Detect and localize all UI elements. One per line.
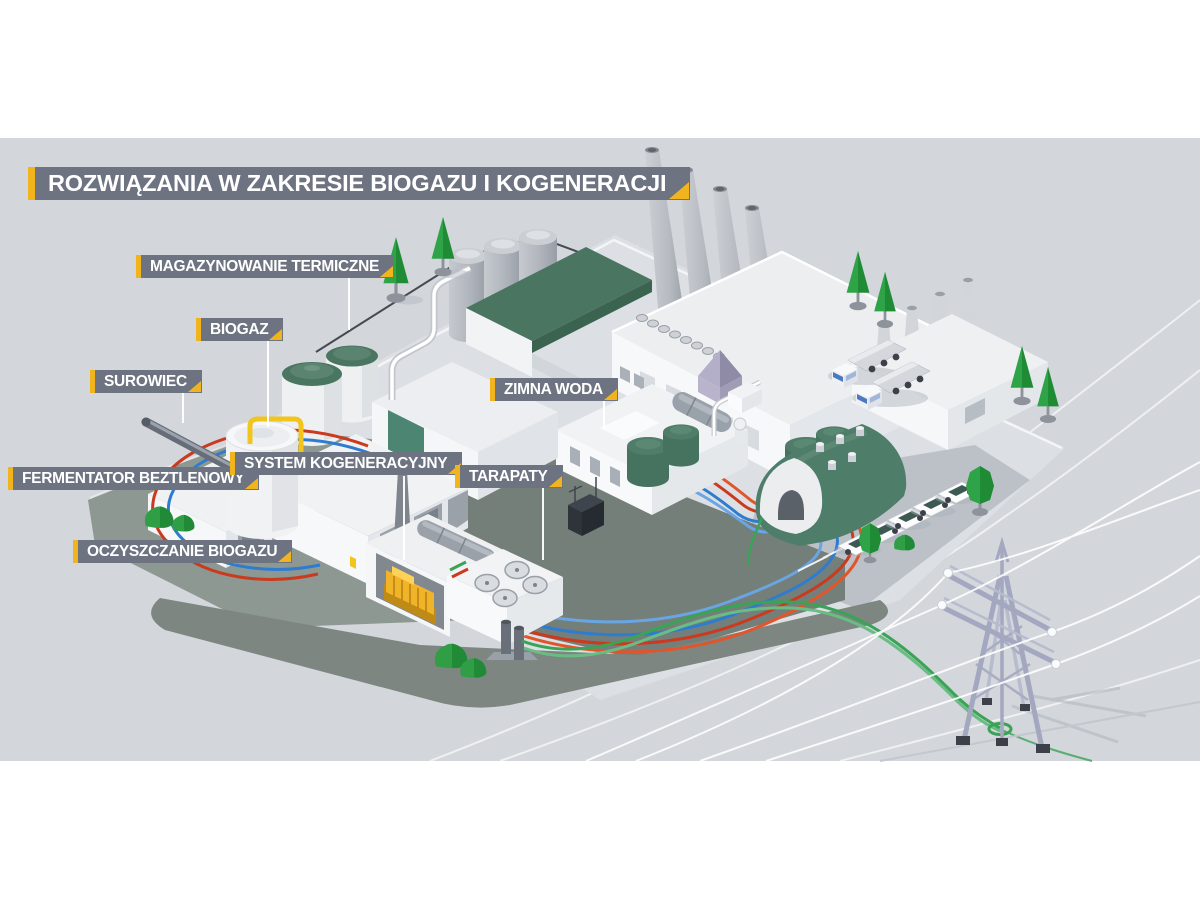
green-roof-hall	[466, 247, 652, 377]
label-fermentator-beztlenowy: FERMENTATOR BEZTLENOWY	[8, 467, 260, 490]
exhaust-cylinders	[486, 619, 538, 660]
biogas-pipe-yellow	[247, 416, 304, 452]
label-magazynowanie-termiczne: MAGAZYNOWANIE TERMICZNE	[136, 255, 395, 278]
feedstock-pipe	[141, 417, 241, 475]
metering-station	[711, 379, 762, 436]
label-system-kogeneracyjny: SYSTEM KOGENERACYJNY	[230, 452, 463, 475]
label-surowiec: SUROWIEC	[90, 370, 202, 393]
pointer-magazynowanie	[348, 278, 350, 330]
quonset-storage	[755, 424, 907, 546]
label-biogaz: BIOGAZ	[196, 318, 284, 341]
page-title: ROZWIĄZANIA W ZAKRESIE BIOGAZU I KOGENER…	[28, 167, 691, 200]
switchgear	[568, 477, 604, 536]
label-zimna-woda: ZIMNA WODA	[490, 378, 618, 401]
silo-feed-pipe	[388, 264, 472, 400]
pointer-system-kogeneracyjny	[403, 476, 405, 560]
chp-silencer	[417, 520, 495, 566]
label-oczyszczanie-biogazu: OCZYSZCZANIE BIOGAZU	[73, 540, 293, 563]
pointer-biogaz	[267, 341, 269, 427]
pointer-zimna-woda	[603, 401, 605, 429]
pointer-surowiec	[182, 393, 184, 423]
trees	[383, 216, 1059, 564]
label-tarapaty: TARAPATY	[455, 465, 563, 488]
chp-engine	[384, 566, 436, 625]
pointer-tarapaty	[542, 488, 544, 560]
power-pylon	[585, 461, 1200, 762]
power-cables-green	[521, 517, 1093, 762]
quonset-vents	[816, 426, 864, 470]
insulators	[937, 568, 1061, 669]
chp-building	[366, 468, 563, 660]
